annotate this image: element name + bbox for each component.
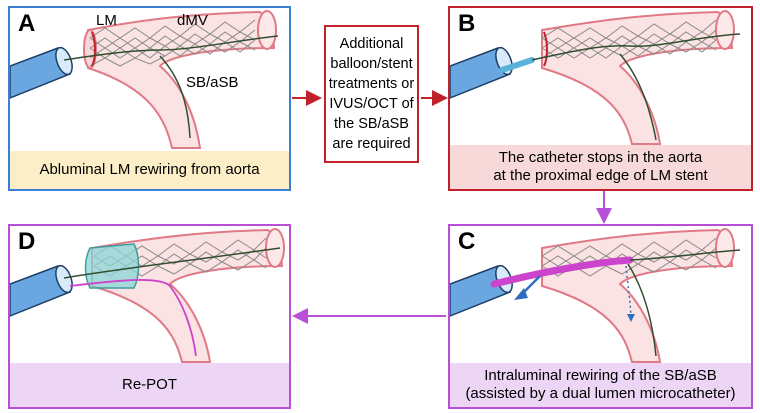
vessel: [541, 228, 734, 363]
panel-letter: B: [458, 10, 475, 37]
panel-d-caption: Re-POT: [10, 363, 289, 407]
vessel: [91, 228, 284, 363]
panel-letter: A: [18, 10, 35, 37]
stent-mesh: [89, 19, 256, 67]
additional-treatment-note: Additional balloon/stent treatments or I…: [324, 25, 419, 163]
panel-d: D Re-POT: [8, 224, 291, 409]
panel-c-illustration: [450, 228, 741, 363]
panel-letter: C: [458, 228, 475, 255]
guidewire: [63, 35, 279, 139]
dual-lumen-microcatheter: [490, 256, 634, 288]
panel-a-illustration: [10, 10, 279, 149]
red-stent-edge: [91, 31, 96, 67]
lm-label: LM: [96, 12, 117, 29]
panel-d-illustration: [10, 228, 285, 363]
sb-wire: [69, 279, 197, 357]
dmv-label: dMV: [177, 12, 208, 29]
panel-a: A LM dMV SB/aSB Abluminal LM rewiring fr…: [8, 6, 291, 191]
sb-label: SB/aSB: [186, 74, 239, 91]
dotted-arrow-icon: [625, 265, 632, 317]
guidewire: [63, 247, 281, 279]
guide-catheter: [450, 264, 513, 317]
panel-letter: D: [18, 228, 35, 255]
panel-b-caption: The catheter stops in the aorta at the p…: [450, 145, 751, 189]
panel-c-caption: Intraluminal rewiring of the SB/aSB (ass…: [450, 363, 751, 407]
vessel: [541, 10, 734, 145]
panel-c: C Intraluminal rewiring of the SB/aSB (a…: [448, 224, 753, 409]
pot-balloon: [84, 243, 140, 289]
guide-catheter: [10, 46, 73, 99]
panel-a-caption: Abluminal LM rewiring from aorta: [10, 151, 289, 189]
panel-b: B The catheter stops in the aorta at the…: [448, 6, 753, 191]
microcatheter: [499, 57, 535, 73]
guide-catheter: [10, 264, 73, 317]
vessel: [83, 10, 277, 149]
guidewire: [531, 33, 741, 141]
red-stent-edge: [543, 31, 548, 67]
guidewire: [627, 249, 741, 357]
panel-b-illustration: [450, 10, 741, 145]
